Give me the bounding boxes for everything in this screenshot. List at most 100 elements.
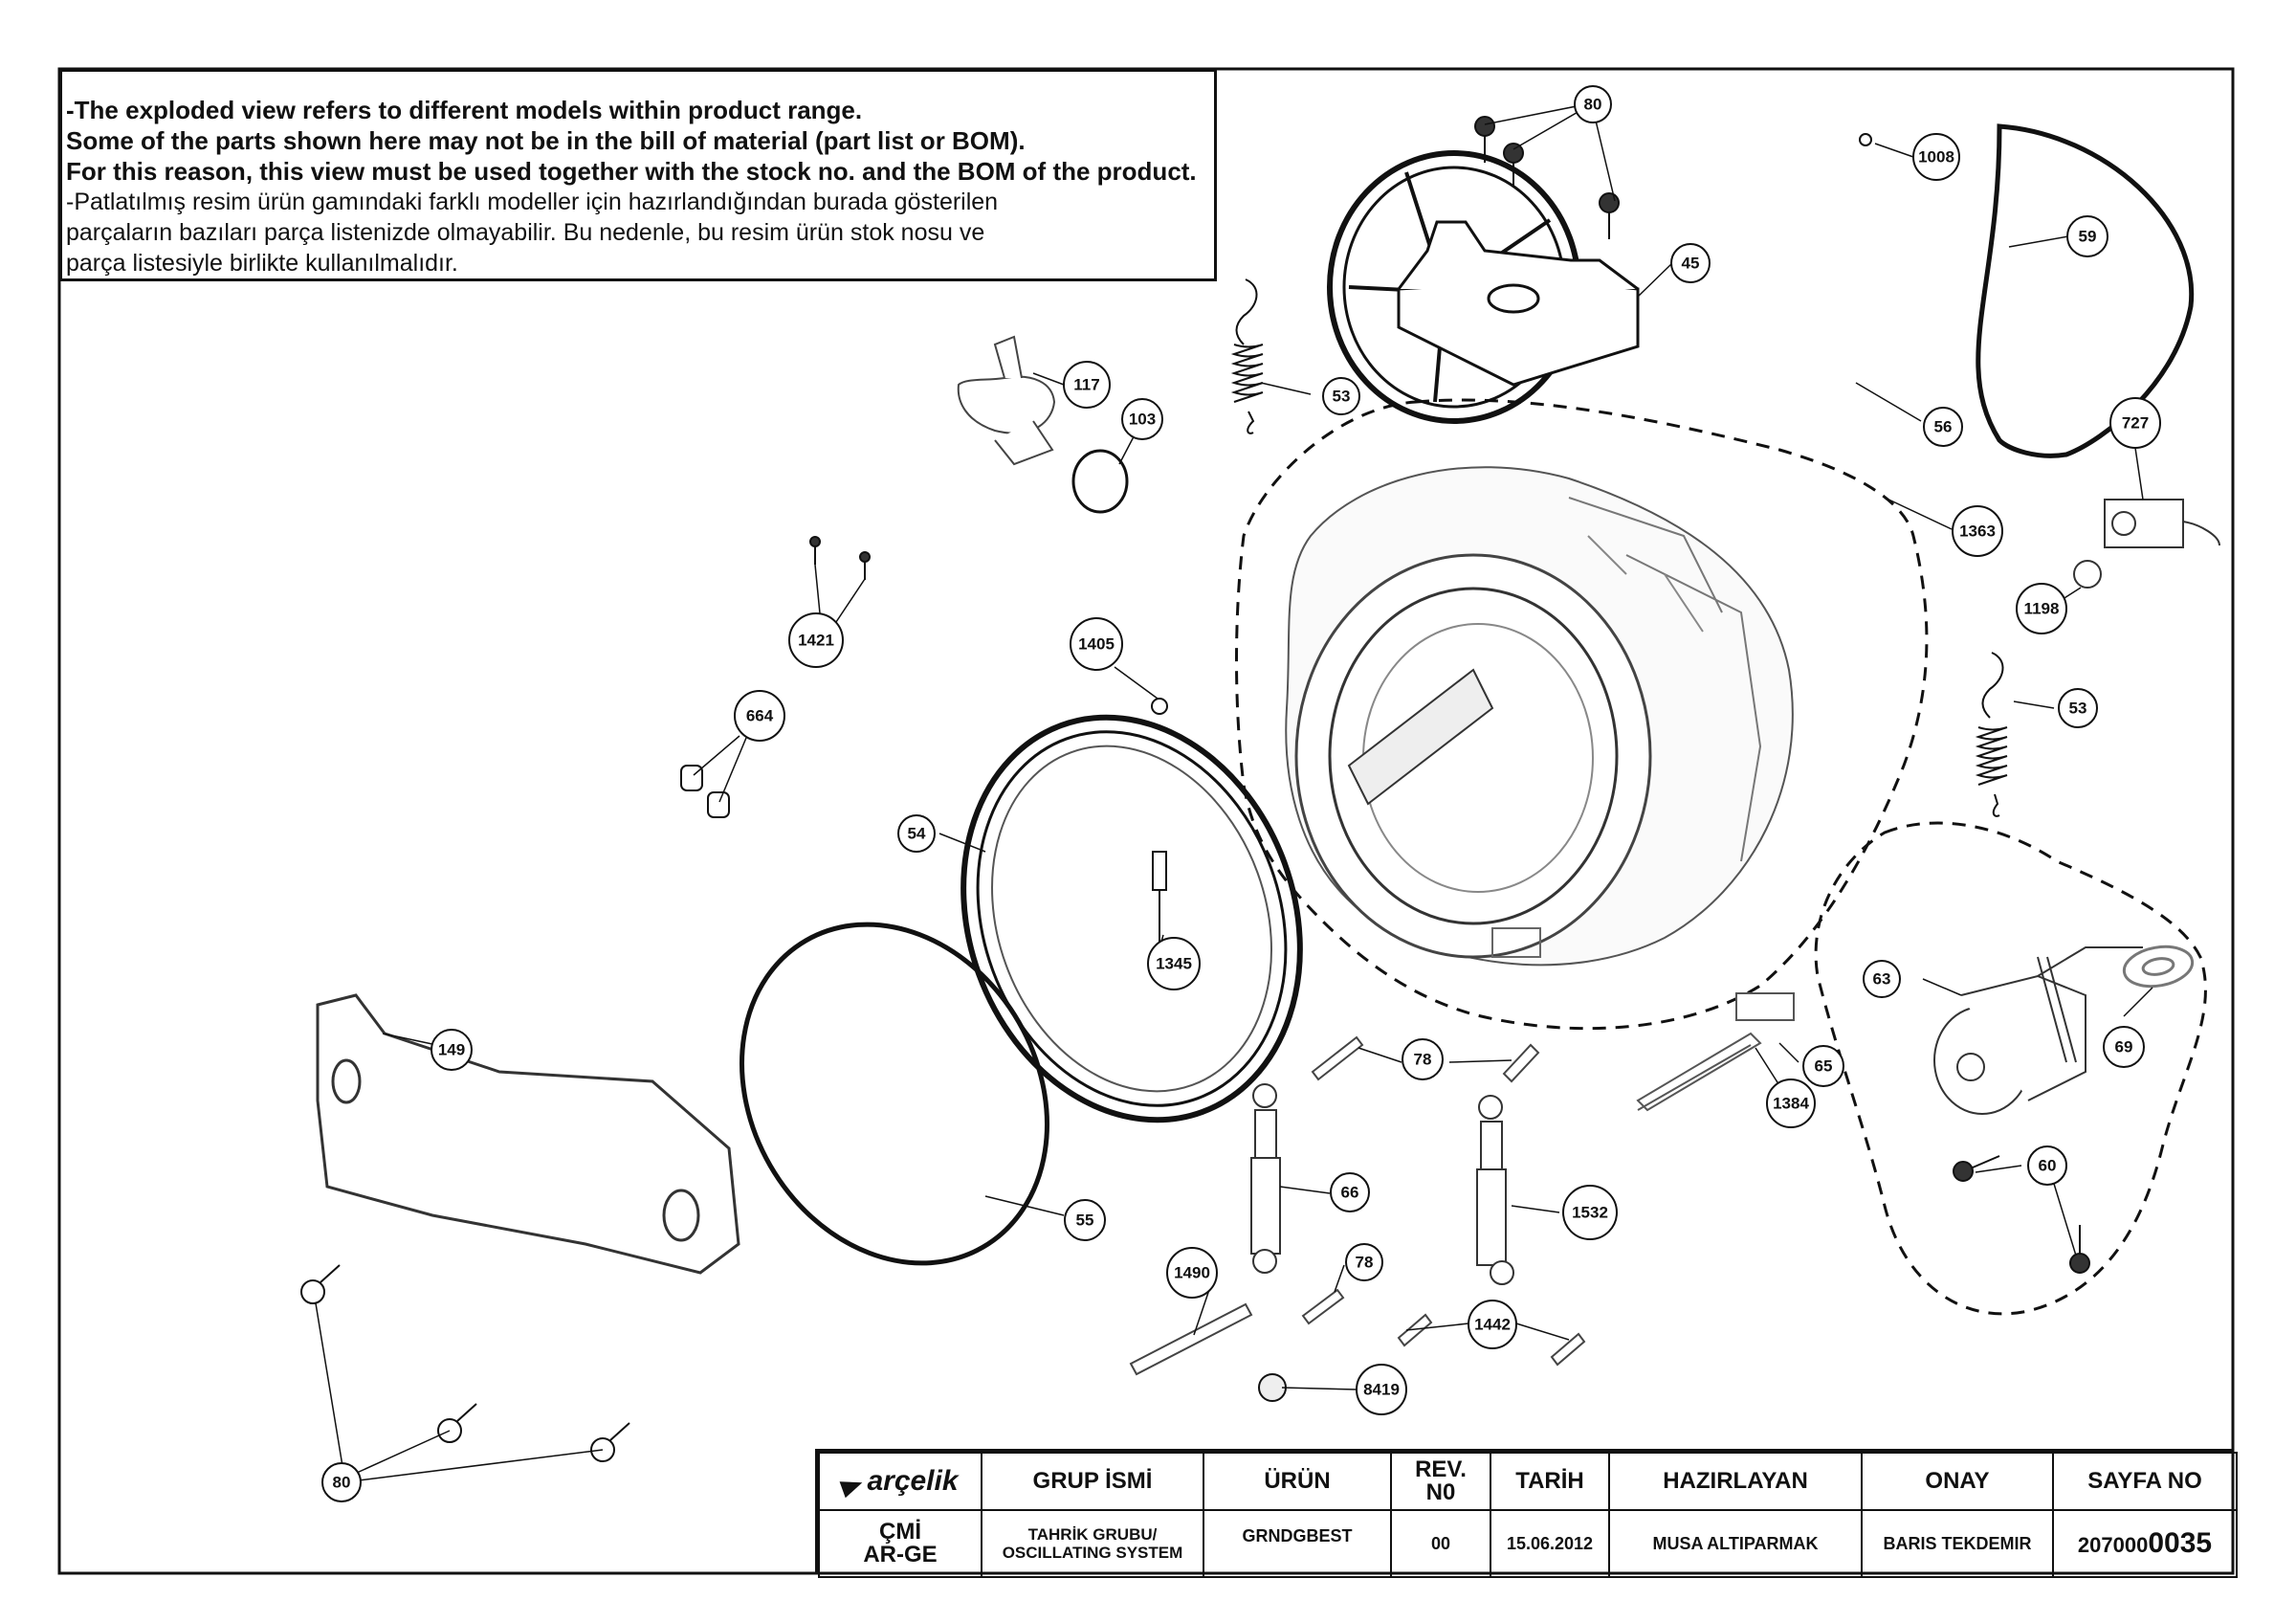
- callout-bubble: [897, 814, 936, 853]
- callout-bubble: [1562, 1185, 1618, 1240]
- callout-bubble: [2058, 688, 2098, 728]
- header-revision-line2: N0: [1425, 1479, 1456, 1505]
- note-line: -Patlatılmış resim ürün gamındaki farklı…: [66, 189, 999, 215]
- callout-bubble: [430, 1029, 473, 1071]
- callout-label: 1442: [1474, 1316, 1511, 1334]
- callout-label: 56: [1934, 418, 1953, 436]
- department-cell: ÇMİ AR-GE: [818, 1509, 982, 1578]
- callout-group: [321, 85, 2161, 1502]
- callout-label: 53: [2069, 700, 2087, 718]
- callout-label: 1345: [1156, 955, 1192, 973]
- callout-label-group: 80 1008 59 45 56 117 53 103 1363 727 119…: [333, 96, 2150, 1492]
- page-number-prefix: 207000: [2077, 1533, 2149, 1557]
- header-revision-line1: REV.: [1415, 1456, 1467, 1482]
- callout-bubble: [1766, 1078, 1816, 1128]
- leader-lines: [315, 103, 2153, 1481]
- department-line2: AR-GE: [863, 1542, 938, 1567]
- note-line: parçaların bazıları parça listenizde olm…: [66, 219, 985, 246]
- note-line: -The exploded view refers to different m…: [66, 96, 863, 124]
- small-hardware: [300, 116, 2090, 1462]
- header-date: TARİH: [1490, 1452, 1610, 1511]
- header-prepared-by: HAZIRLAYAN: [1608, 1452, 1863, 1511]
- header-product: ÜRÜN: [1203, 1452, 1392, 1511]
- belt-part: [1976, 123, 2195, 458]
- page-number-value: 2070000035: [2052, 1509, 2238, 1578]
- callout-bubble: [1063, 361, 1111, 409]
- callout-label: 117: [1073, 376, 1099, 394]
- approved-by-value: BARIS TEKDEMIR: [1861, 1509, 2054, 1578]
- callout-label: 55: [1076, 1212, 1094, 1230]
- disclaimer-note-box: -The exploded view refers to different m…: [59, 69, 1217, 281]
- callout-bubble: [1322, 377, 1360, 415]
- callout-label: 80: [1584, 96, 1602, 114]
- revision-value: 00: [1390, 1509, 1491, 1578]
- callout-label: 103: [1129, 411, 1156, 429]
- callout-bubble: [1166, 1247, 1218, 1299]
- callout-bubble: [1468, 1300, 1517, 1349]
- callout-bubble: [1923, 407, 1963, 447]
- motor-assembly-boundary: [1814, 821, 2207, 1316]
- motor-part: [1933, 946, 2143, 1115]
- callout-label: 8419: [1363, 1381, 1400, 1399]
- prepared-by-value: MUSA ALTIPARMAK: [1608, 1509, 1863, 1578]
- note-line: For this reason, this view must be used …: [66, 157, 1197, 186]
- callout-bubble: [1952, 505, 2003, 557]
- callout-label: 45: [1682, 255, 1700, 273]
- brand-logo-text: arçelik: [867, 1465, 959, 1497]
- callout-bubble: [1070, 617, 1123, 671]
- callout-bubble: [734, 690, 785, 742]
- callout-label: 78: [1414, 1051, 1432, 1069]
- heater-part: [1636, 992, 1795, 1112]
- header-group-name: GRUP İSMİ: [981, 1452, 1204, 1511]
- header-approved-by: ONAY: [1861, 1452, 2054, 1511]
- callout-label: 664: [746, 707, 774, 725]
- callout-bubble: [1670, 243, 1711, 283]
- callout-label: 1532: [1572, 1204, 1608, 1222]
- callout-bubble: [1064, 1199, 1106, 1241]
- date-value: 15.06.2012: [1490, 1509, 1610, 1578]
- callout-label: 149: [438, 1041, 465, 1059]
- callout-label: 1384: [1773, 1095, 1809, 1113]
- header-page-number: SAYFA NO: [2052, 1452, 2238, 1511]
- callout-label: 66: [1341, 1184, 1359, 1202]
- callout-bubble: [1330, 1172, 1370, 1212]
- callout-label: 1363: [1959, 522, 1996, 541]
- department-line1: ÇMİ: [879, 1519, 921, 1545]
- spring-part-2: [1975, 652, 2008, 817]
- callout-bubble: [1574, 85, 1612, 123]
- callout-label: 1008: [1918, 148, 1954, 167]
- front-counterweight-part: [316, 993, 740, 1275]
- callout-label: 65: [1815, 1057, 1833, 1076]
- callout-label: 1421: [798, 632, 834, 650]
- callout-label: 1405: [1078, 635, 1115, 654]
- shock-absorber-part: [1250, 1083, 1281, 1274]
- brand-logo-cell: arçelik: [818, 1452, 982, 1511]
- callout-bubble: [2027, 1145, 2067, 1186]
- note-line: Some of the parts shown here may not be …: [66, 126, 1026, 155]
- callout-bubble: [2109, 397, 2161, 449]
- thermostat-part: [2104, 499, 2220, 548]
- callout-bubble: [1802, 1045, 1844, 1087]
- callout-bubble: [1345, 1243, 1383, 1281]
- callout-bubble: [788, 612, 844, 668]
- callout-bubble: [1863, 960, 1901, 998]
- tub-assembly-boundary: [1235, 398, 1929, 1031]
- callout-label: 63: [1873, 970, 1891, 989]
- callout-label: 78: [1356, 1254, 1374, 1272]
- callout-bubble: [1121, 398, 1163, 440]
- callout-label: 53: [1333, 388, 1351, 406]
- callout-label: 727: [2122, 414, 2149, 433]
- header-revision: REV. N0: [1390, 1452, 1491, 1511]
- sensor-part: [2073, 560, 2102, 589]
- tub-part: [1285, 466, 1794, 967]
- pin-parts: [1129, 1035, 1586, 1376]
- callout-label: 1490: [1174, 1264, 1210, 1282]
- product-value: GRNDGBEST: [1203, 1509, 1392, 1578]
- callout-bubble: [321, 1462, 362, 1502]
- o-ring-part: [740, 922, 1049, 1266]
- group-name-line1: TAHRİK GRUBU/: [1027, 1525, 1158, 1544]
- drawing-frame: [57, 67, 2235, 1575]
- callout-label: 80: [333, 1474, 351, 1492]
- group-name-value: TAHRİK GRUBU/ OSCILLATING SYSTEM: [981, 1509, 1204, 1578]
